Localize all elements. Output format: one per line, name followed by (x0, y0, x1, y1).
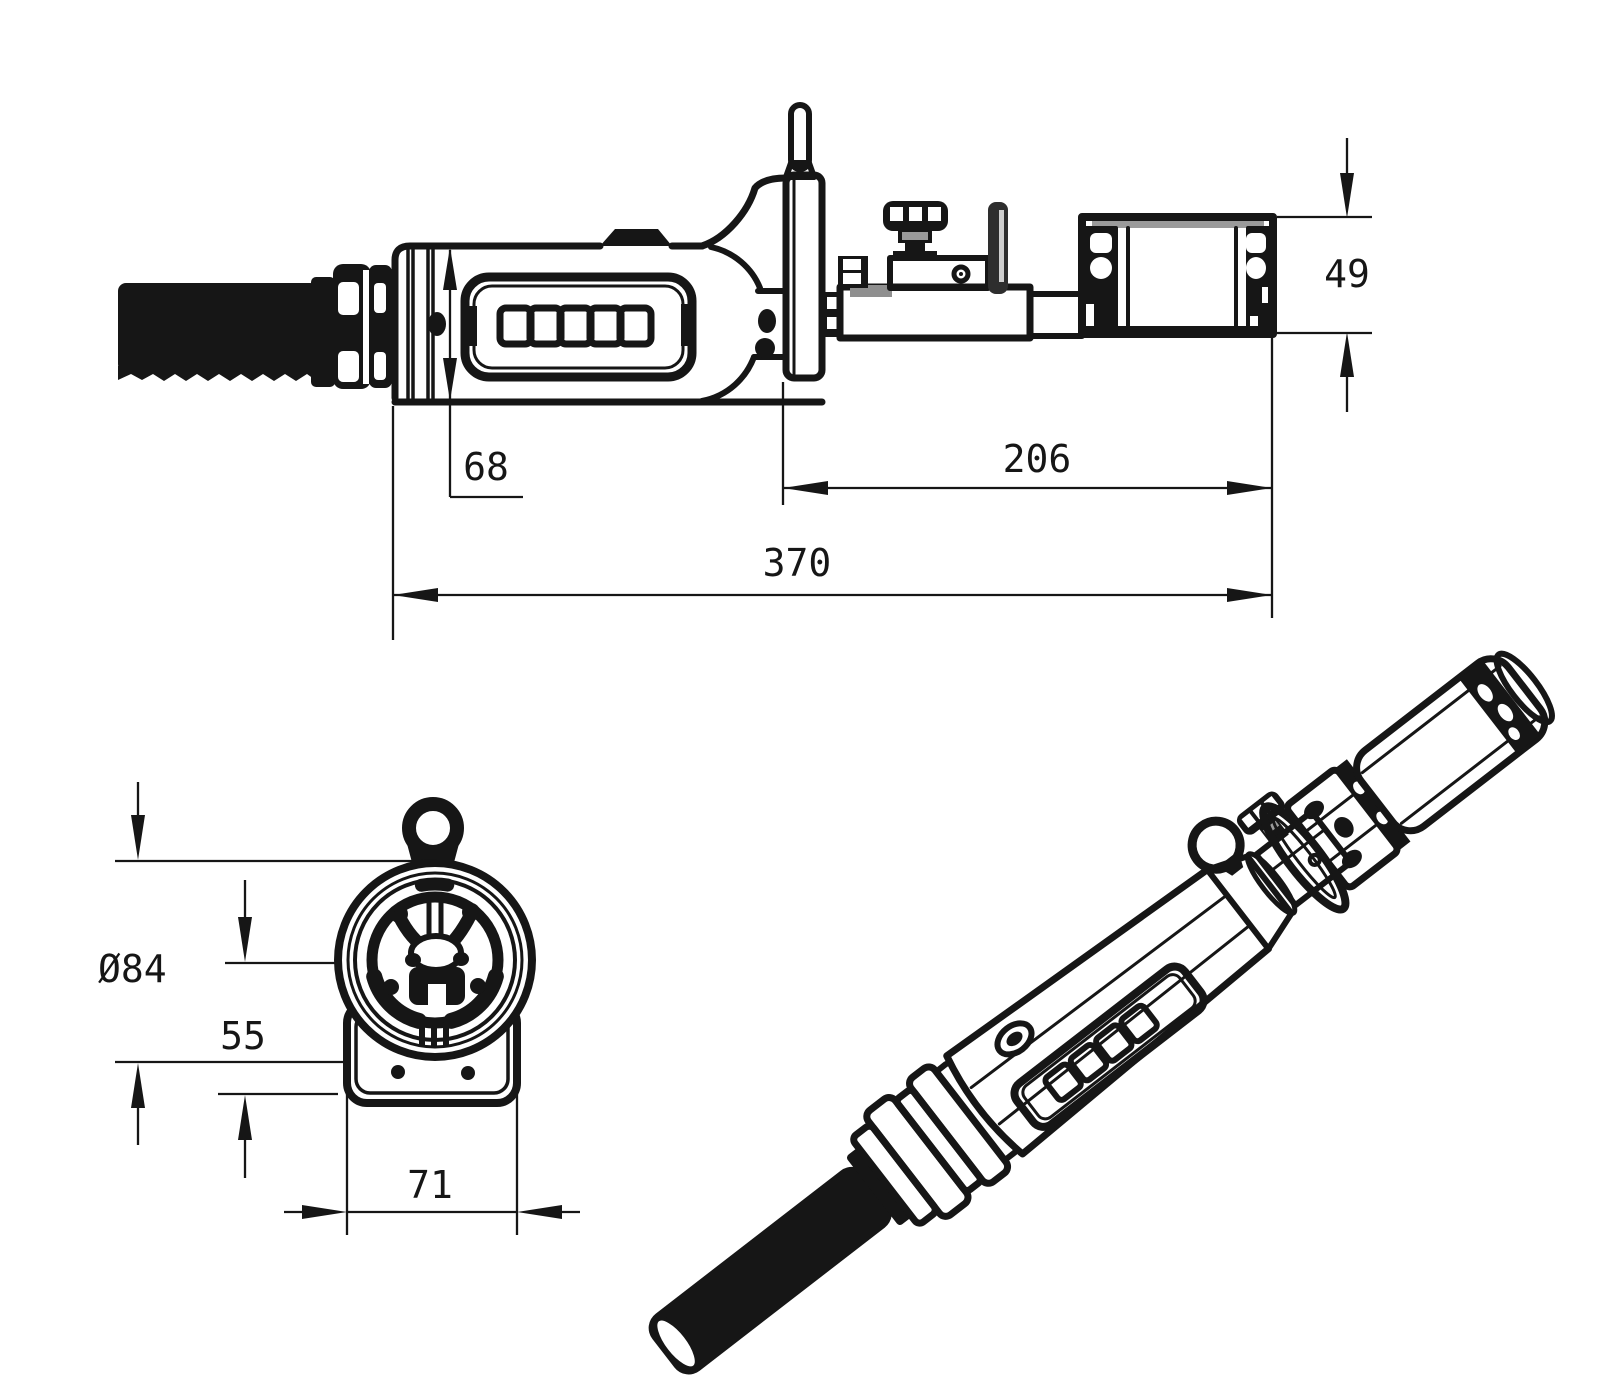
side-button-dot (428, 312, 446, 336)
iso-grip (648, 1166, 892, 1375)
dim-label-49: 49 (1324, 252, 1370, 296)
dimension-49: 49 (1277, 138, 1372, 412)
side-view: 68 370 206 49 (118, 102, 1372, 640)
cone-bell (698, 174, 790, 404)
dim-label-84: Ø84 (98, 947, 167, 991)
mount-plate (782, 102, 826, 382)
dim-label-55: 55 (220, 1014, 266, 1058)
head-face (334, 859, 536, 1061)
dim-label-71: 71 (407, 1163, 453, 1207)
dimension-370: 370 (391, 336, 1274, 640)
bracket-hole-right (461, 1066, 475, 1080)
dim-label-206: 206 (1003, 437, 1072, 481)
dim-label-68: 68 (463, 445, 509, 489)
iso-head (1187, 791, 1354, 952)
dimension-68: 68 (443, 247, 523, 499)
grip-handle (118, 277, 335, 387)
front-view: Ø84 55 71 (98, 782, 580, 1235)
rear-block (1078, 213, 1277, 338)
collar-nut (333, 264, 392, 389)
star-knob (883, 201, 948, 260)
dim-label-370: 370 (763, 541, 832, 585)
arm (1027, 291, 1085, 339)
bracket-hole-left (391, 1065, 405, 1079)
eye-ring-edge (788, 102, 812, 172)
dimension-55: 55 (218, 880, 340, 1178)
iso-body (943, 866, 1272, 1158)
slide-mechanism (824, 201, 1096, 342)
dimension-71: 71 (284, 1060, 580, 1235)
chuck-detail (383, 900, 486, 1046)
tool-body (391, 102, 826, 406)
display-panel (460, 272, 697, 382)
dimension-84: Ø84 (98, 782, 437, 1145)
iso-rear (1284, 650, 1555, 891)
dimension-206: 206 (781, 382, 1272, 505)
isometric-view (648, 650, 1555, 1375)
lever-handle (988, 202, 1008, 294)
panel-buttons (496, 304, 655, 348)
